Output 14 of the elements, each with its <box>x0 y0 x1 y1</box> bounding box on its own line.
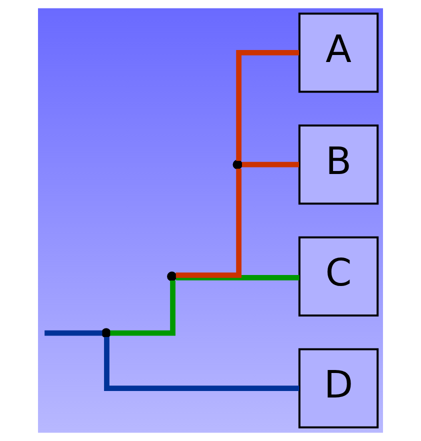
node-point <box>101 328 112 338</box>
node-box: A <box>298 12 379 93</box>
node-point <box>167 272 177 282</box>
connector <box>104 337 300 391</box>
connector <box>176 168 242 278</box>
connector <box>236 50 300 161</box>
connector <box>242 162 299 168</box>
connector <box>110 280 176 336</box>
node-box: C <box>298 236 379 317</box>
connector <box>176 275 300 280</box>
connector <box>44 330 102 336</box>
node-box: D <box>298 348 379 428</box>
node-box: B <box>298 124 379 205</box>
node-point <box>232 160 242 170</box>
